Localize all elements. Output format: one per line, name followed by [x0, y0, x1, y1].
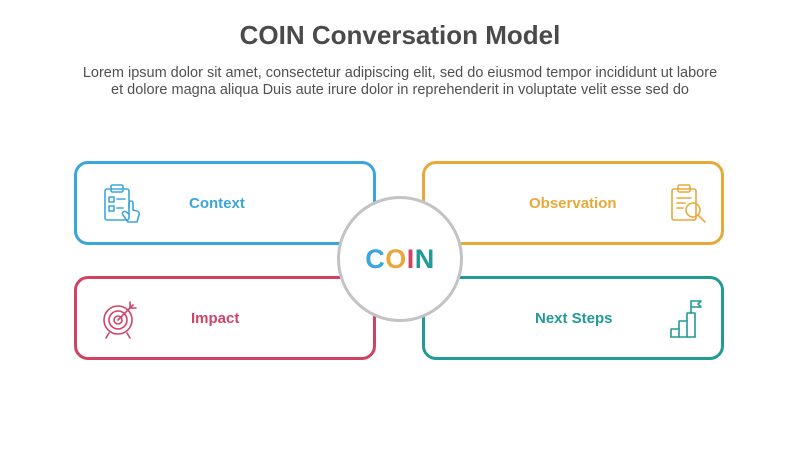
context-label: Context [189, 194, 245, 212]
page-subtitle: Lorem ipsum dolor sit amet, consectetur … [40, 65, 760, 99]
subtitle-line-1: Lorem ipsum dolor sit amet, consectetur … [82, 65, 718, 81]
impact-label: Impact [191, 309, 240, 327]
subtitle-line-2: et dolore magna aliqua Duis aute irure d… [111, 82, 689, 98]
page-title: COIN Conversation Model [239, 20, 561, 50]
stairs-flag-icon [667, 297, 711, 341]
coin-letter-i: I [406, 243, 415, 274]
coin-letter-c: C [365, 243, 386, 274]
next-steps-label: Next Steps [535, 309, 613, 327]
target-arrow-icon [99, 297, 143, 341]
coin-acronym: COIN [365, 244, 435, 275]
next-steps-box: Next Steps [422, 276, 724, 360]
context-box: Context [74, 161, 376, 245]
clipboard-magnifier-icon [667, 182, 711, 226]
coin-letter-n: N [414, 243, 435, 274]
impact-box: Impact [74, 276, 376, 360]
clipboard-hand-icon [99, 182, 143, 226]
coin-center-circle: COIN [337, 196, 463, 322]
observation-box: Observation [422, 161, 724, 245]
coin-letter-o: O [385, 243, 407, 274]
observation-label: Observation [529, 194, 617, 212]
